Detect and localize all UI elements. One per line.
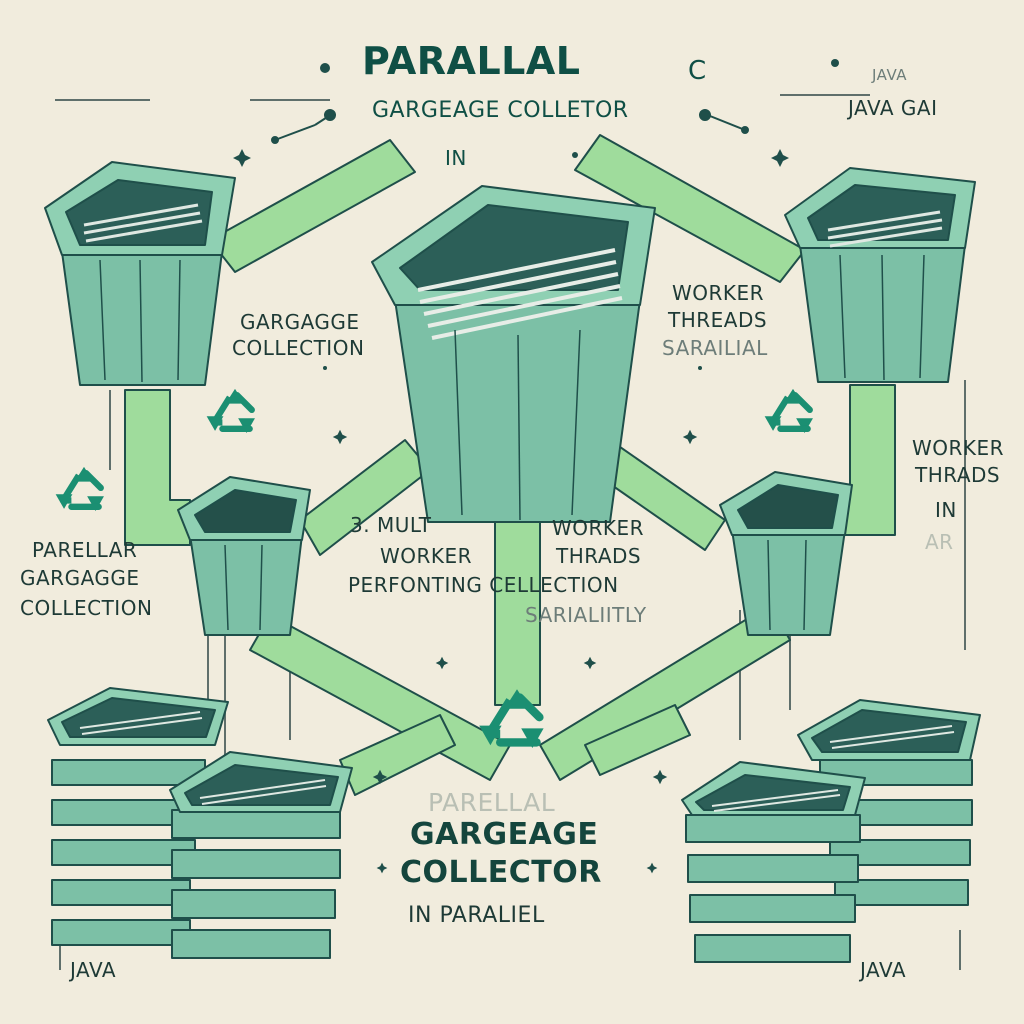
threads-label-line4: AR <box>925 530 954 554</box>
stack-bottom-right-front <box>681 761 866 963</box>
recycle-icon <box>207 389 255 433</box>
connector-pipes <box>124 134 896 796</box>
pipe-top-right <box>574 134 806 283</box>
bottom-text-line1: GARGEAGE <box>410 817 599 852</box>
sparkle-icon <box>646 862 658 874</box>
corner-label: JAVA GAI <box>848 96 938 120</box>
threads-label-line1: WORKER <box>912 436 1005 460</box>
arrow-accent-icon <box>271 109 336 144</box>
dot-icon <box>320 59 839 370</box>
bin-top-right <box>784 167 976 383</box>
gc-label-line1: GARGAGGE <box>240 310 360 334</box>
pipe-center-left <box>299 439 431 556</box>
bin-mid-left <box>177 476 311 636</box>
sparkle-icon <box>376 862 388 874</box>
subtitle-suffix: IN <box>445 146 467 170</box>
bottom-text-line3: IN PARALIEL <box>408 903 545 928</box>
title-fragment: C <box>688 56 707 86</box>
parallel-label-line2: GARGAGGE <box>20 566 140 590</box>
center-text-line1-right: WORKER <box>552 516 645 540</box>
pipe-top-left <box>209 139 416 273</box>
threads-label-line3: IN <box>935 498 957 522</box>
stack-bottom-left-back <box>47 687 229 946</box>
bin-top-left <box>44 161 236 386</box>
center-text-line1-left: 3. MULT <box>350 513 432 537</box>
center-text-line4: SARIALIITLY <box>525 603 647 627</box>
gc-label-line2: COLLECTION <box>232 336 365 360</box>
pipe-left-vertical <box>124 389 191 546</box>
bottom-text-line2: COLLECTOR <box>400 855 602 890</box>
stack-bottom-right-back <box>797 699 981 906</box>
sparkle-icon <box>332 429 348 445</box>
sparkle-icon <box>771 149 789 167</box>
parallel-label-line1: PARELLAR <box>32 538 138 562</box>
arrow-accent-icon <box>699 109 749 134</box>
workers-label-line1: WORKER <box>672 281 765 305</box>
workers-label-line3: SARAILIAL <box>662 336 768 360</box>
subtitle: GARGEAGE COLLETOR <box>372 98 629 123</box>
bottom-text-faded: PARELLAL <box>428 788 556 817</box>
parallel-label-line3: COLLECTION <box>20 596 153 620</box>
bin-central <box>371 185 656 523</box>
sparkle-icon <box>583 656 597 670</box>
recycle-icon <box>56 467 104 511</box>
recycle-icon <box>765 389 813 433</box>
pipe-lower-left <box>339 714 456 796</box>
workers-label-line2: THREADS <box>668 308 768 332</box>
center-text-line2-left: WORKER <box>380 544 473 568</box>
center-text-line2-right: THRADS <box>556 544 642 568</box>
title: PARALLAL <box>362 39 581 83</box>
threads-label-line2: THRADS <box>915 463 1001 487</box>
sparkle-icon <box>682 429 698 445</box>
footer-left: JAVA <box>70 958 117 982</box>
sparkle-icon <box>435 656 449 670</box>
footer-right: JAVA <box>860 958 907 982</box>
center-text-line3: PERFONTING CELLECTION <box>348 573 619 597</box>
stack-bottom-left-front <box>169 751 353 959</box>
corner-label-faded: JAVA <box>872 66 908 84</box>
pipe-lower-right <box>584 704 691 776</box>
sparkle-icon <box>233 149 251 167</box>
bin-mid-right <box>719 471 853 636</box>
sparkle-icon <box>652 769 668 785</box>
